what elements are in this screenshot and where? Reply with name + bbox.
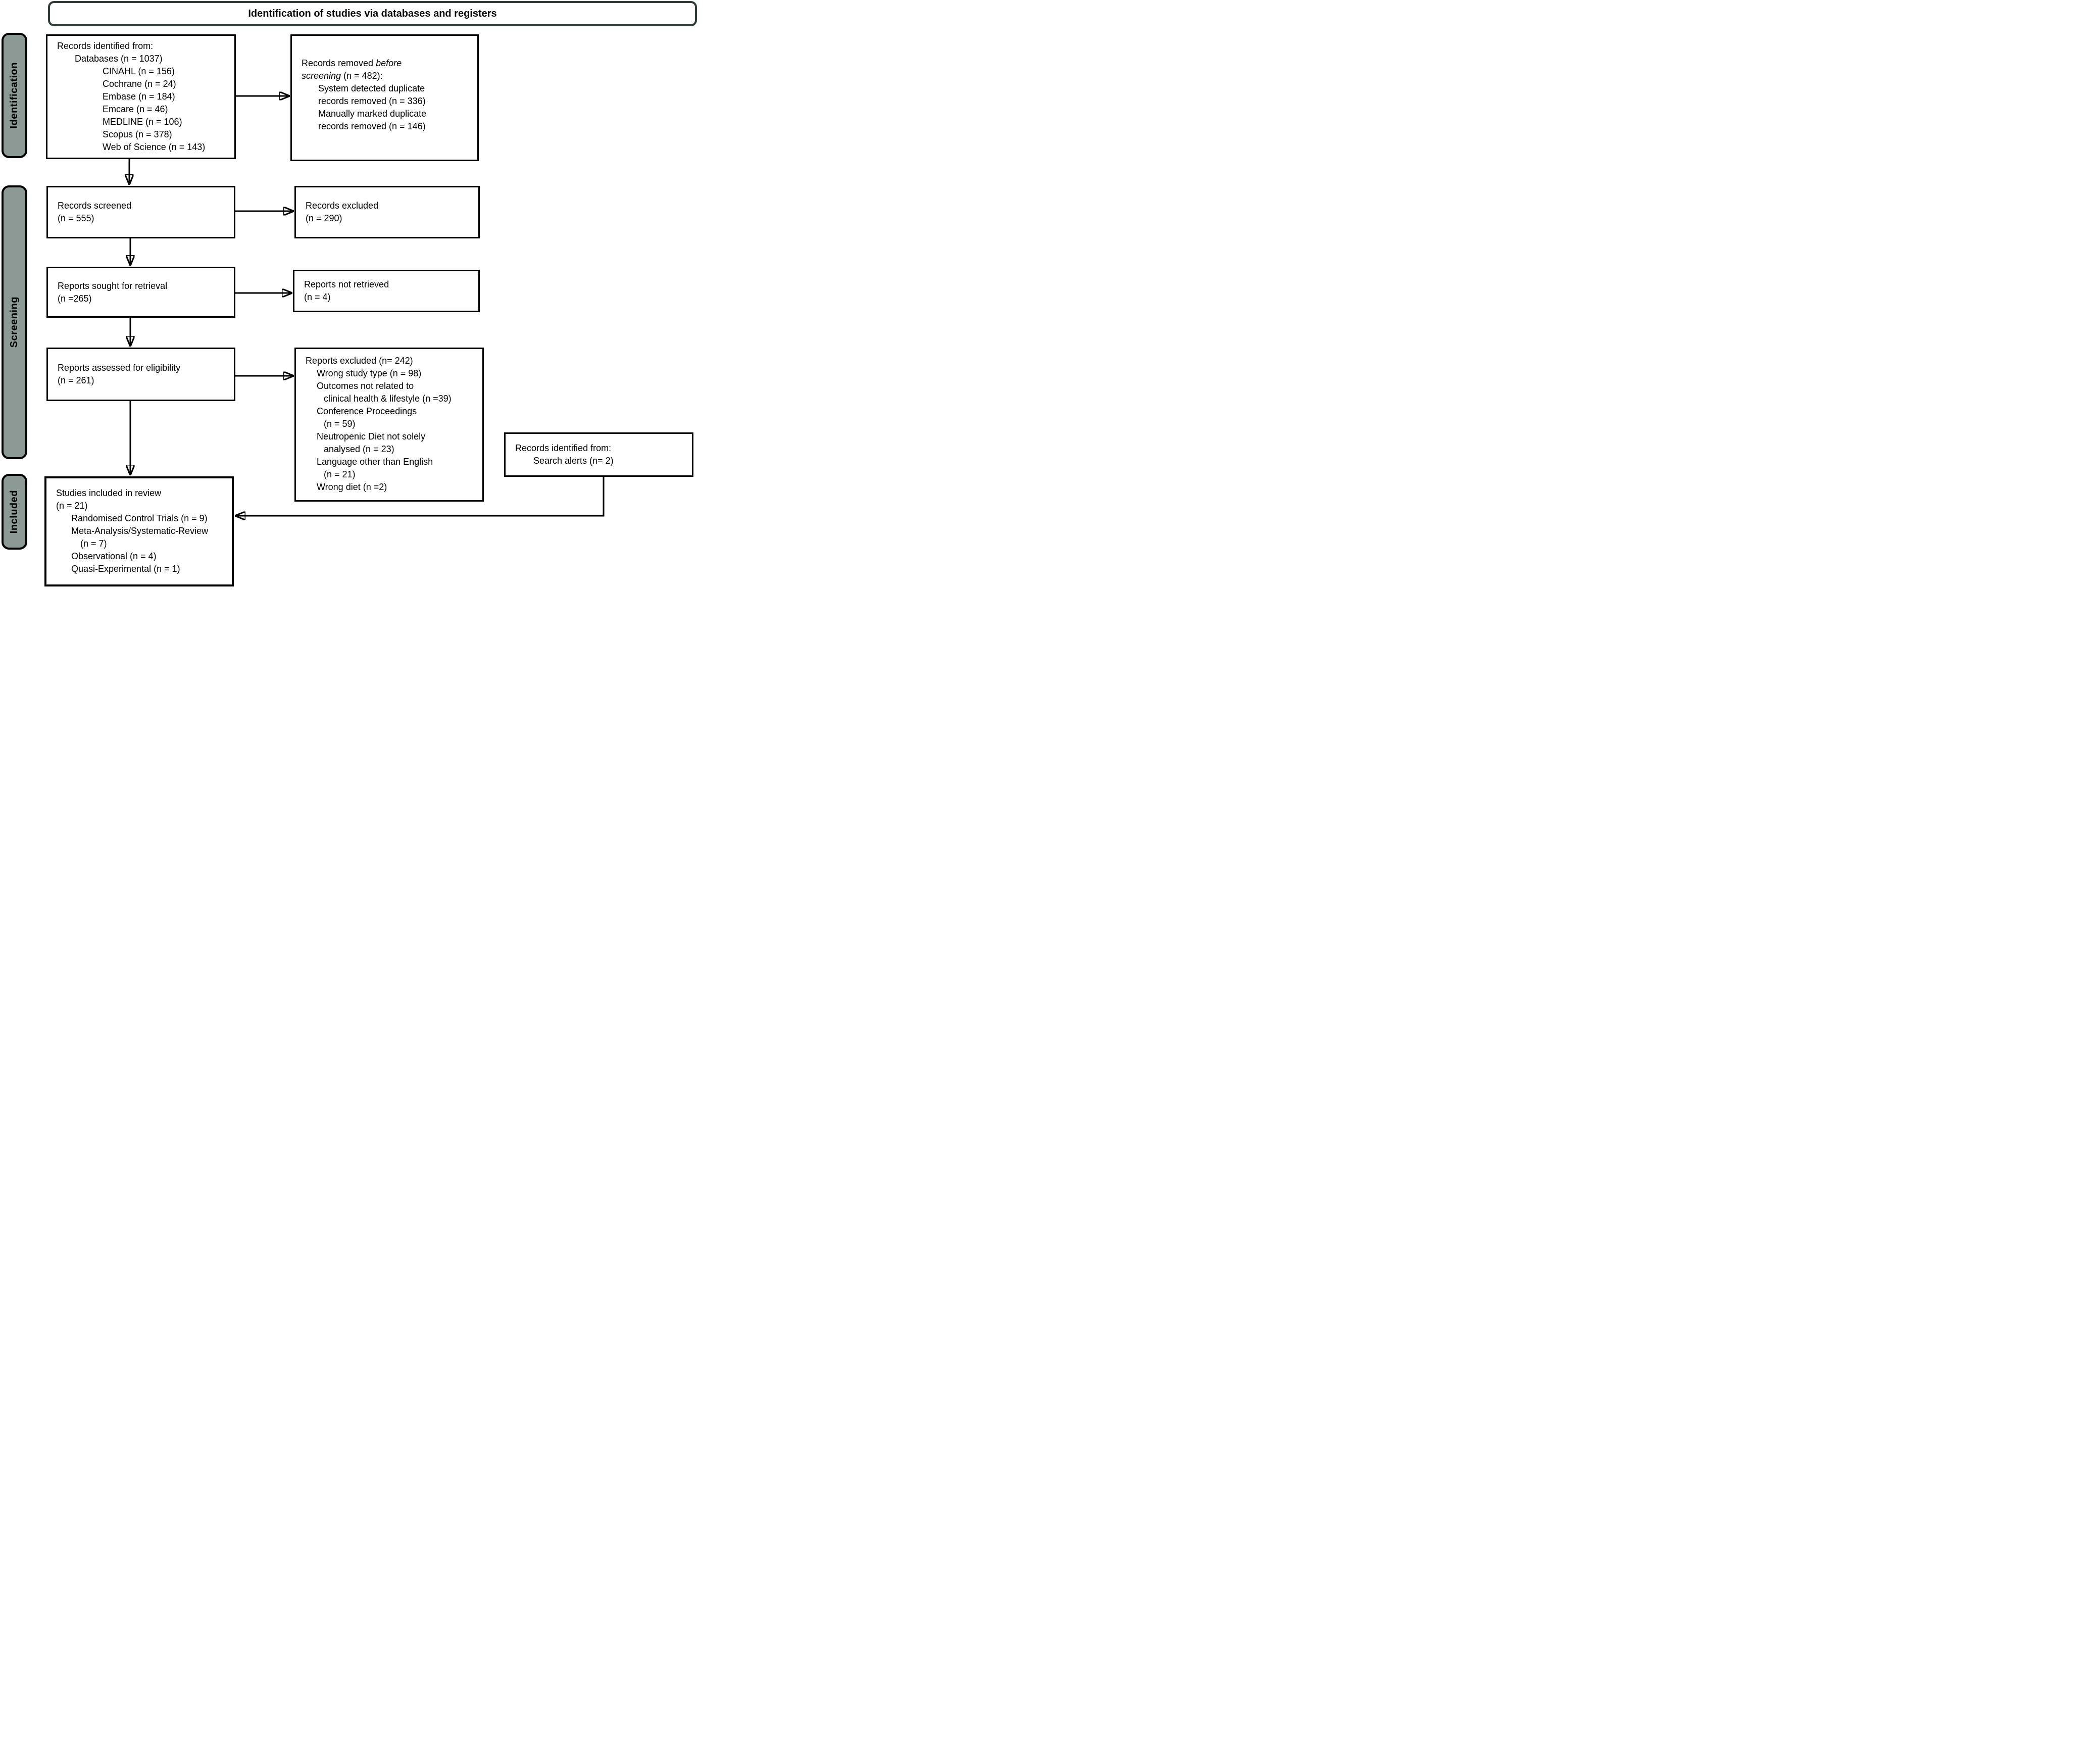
text-line: Embase (n = 184) (103, 91, 175, 102)
text-line: Wrong study type (n = 98) (317, 368, 422, 378)
text-line: System detected duplicate (318, 83, 425, 93)
text-line: Scopus (n = 378) (103, 129, 172, 139)
stage-label-included-text: Included (9, 489, 20, 534)
box-records-excluded: Records excluded (n = 290) (294, 186, 480, 238)
text-line: Reports excluded (n= 242) (306, 356, 413, 366)
text-line: Web of Science (n = 143) (103, 142, 206, 152)
text-line: Databases (n = 1037) (75, 54, 163, 64)
box-reports-excluded: Reports excluded (n= 242) Wrong study typ… (294, 348, 484, 502)
text-line: Reports not retrieved (304, 279, 389, 289)
text-line: Emcare (n = 46) (103, 104, 168, 114)
stage-label-included: Included (2, 474, 27, 550)
text-line: analysed (n = 23) (324, 444, 394, 454)
text-line: Search alerts (n= 2) (533, 456, 614, 466)
text-line: (n = 290) (306, 213, 342, 223)
text-line: (n = 4) (304, 292, 331, 302)
text-line: (n =265) (58, 293, 92, 304)
box-search-alerts: Records identified from: Search alerts (n… (504, 432, 693, 477)
text-line: (n = 59) (324, 419, 356, 429)
stage-label-identification: Identification (2, 33, 27, 158)
text-line: Records excluded (306, 201, 379, 211)
text-line: (n = 261) (58, 375, 94, 385)
text-line: Cochrane (n = 24) (103, 79, 176, 89)
text-line: Studies included in review (56, 488, 162, 498)
text-line: CINAHL (n = 156) (103, 66, 175, 76)
text-line: Meta-Analysis/Systematic-Review (71, 526, 209, 536)
text-line: Records identified from: (515, 443, 612, 453)
text-line: (n = 555) (58, 213, 94, 223)
text-line: Conference Proceedings (317, 406, 417, 416)
text-line: Wrong diet (n =2) (317, 482, 387, 492)
text-line: Randomised Control Trials (n = 9) (71, 513, 208, 523)
text-line: (n = 21) (56, 501, 88, 511)
box-records-screened: Records screened (n = 555) (46, 186, 235, 238)
text-line: Observational (n = 4) (71, 551, 157, 561)
text-line: records removed (n = 146) (318, 121, 426, 131)
text-line: Manually marked duplicate (318, 109, 427, 119)
text-line: Records identified from: (57, 41, 154, 51)
text-line: Neutropenic Diet not solely (317, 431, 426, 442)
text-line: clinical health & lifestyle (n =39) (324, 394, 452, 404)
text-line: Reports sought for retrieval (58, 280, 168, 291)
text-line: Records screened (58, 201, 132, 211)
box-records-removed-before-screening: Records removed before screening (n = 482… (290, 34, 479, 161)
stage-label-identification-text: Identification (9, 62, 20, 129)
box-reports-assessed: Reports assessed for eligibility (n = 261… (46, 348, 235, 401)
text-line: records removed (n = 336) (318, 96, 426, 106)
prisma-flow-diagram: Identification of studies via databases … (0, 0, 698, 588)
text-line: Language other than English (317, 457, 433, 467)
box-reports-not-retrieved: Reports not retrieved (n = 4) (293, 270, 480, 312)
text-line: MEDLINE (n = 106) (103, 117, 182, 127)
text-line: Reports assessed for eligibility (58, 363, 181, 373)
box-reports-sought: Reports sought for retrieval (n =265) (46, 267, 235, 318)
text-line: Quasi-Experimental (n = 1) (71, 564, 180, 574)
text-line: (n = 7) (80, 538, 107, 549)
text-line: Records removed before (302, 58, 402, 68)
diagram-title: Identification of studies via databases … (248, 8, 497, 19)
text-line: (n = 21) (324, 469, 356, 479)
text-line: screening (n = 482): (302, 71, 383, 81)
stage-label-screening: Screening (2, 185, 27, 459)
box-records-identified: Records identified from: Databases (n = 1… (46, 34, 236, 159)
text-line: Outcomes not related to (317, 381, 414, 391)
box-studies-included: Studies included in review (n = 21) Random… (44, 476, 234, 586)
diagram-title-banner: Identification of studies via databases … (48, 1, 697, 26)
stage-label-screening-text: Screening (9, 297, 20, 348)
